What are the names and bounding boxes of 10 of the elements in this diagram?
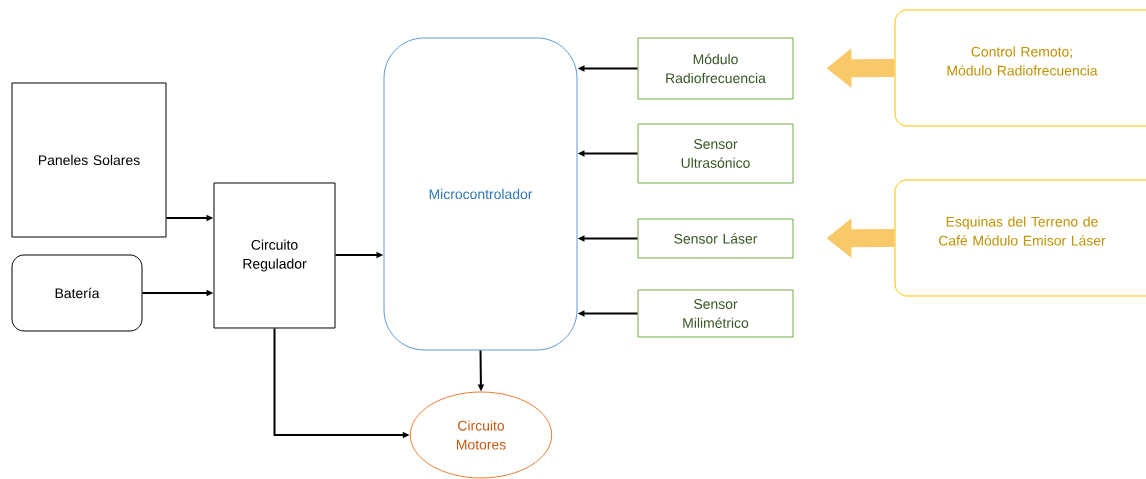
rounded-box: Batería <box>11 254 143 332</box>
process-box: Sensor Milimétrico <box>637 289 794 338</box>
rounded-box: Esquinas del Terreno de Café Módulo Emisor Láser <box>894 179 1146 297</box>
rounded-box: Microcontrolador <box>383 37 578 351</box>
process-box: Circuito Regulador <box>213 182 336 329</box>
process-box: Paneles Solares <box>11 82 167 238</box>
rounded-box: Control Remoto; Módulo Radiofrecuencia <box>894 9 1146 127</box>
process-box: Módulo Radiofrecuencia <box>637 37 794 100</box>
process-box: Sensor Láser <box>637 218 794 259</box>
process-box: Sensor Ultrasónico <box>637 123 794 184</box>
